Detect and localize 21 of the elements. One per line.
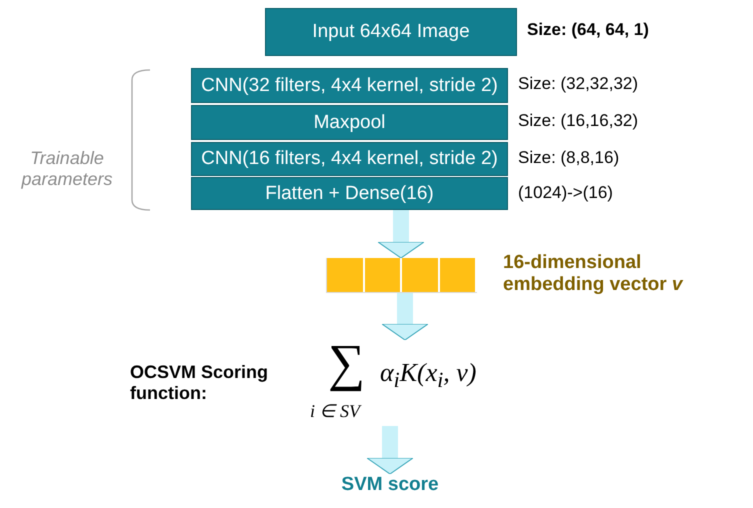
vector-caption: 16-dimensional embedding vector v xyxy=(503,252,684,296)
summation-sign: ∑ xyxy=(328,334,366,394)
layer-box: Flatten + Dense(16) xyxy=(191,177,508,210)
size-label: Size: (8,8,16) xyxy=(518,148,620,168)
size-label: Size: (64, 64, 1) xyxy=(527,20,649,40)
embedding-vector-bar xyxy=(326,258,477,293)
block-arrow xyxy=(378,210,424,258)
layer-box: CNN(16 filters, 4x4 kernel, stride 2) xyxy=(191,142,508,176)
bracket-label: Trainable parameters xyxy=(20,148,114,190)
size-label: Size: (16,16,32) xyxy=(518,111,638,131)
formula-term: α$_{i}$K(x$_{i}$, v) xyxy=(380,358,476,394)
layer-box: Maxpool xyxy=(191,105,508,140)
layer-box: CNN(32 filters, 4x4 kernel, stride 2) xyxy=(191,68,508,103)
block-arrow xyxy=(366,426,414,474)
shape-label: (1024)->(16) xyxy=(518,183,613,203)
block-arrow xyxy=(382,292,428,340)
input-box: Input 64x64 Image xyxy=(265,8,517,56)
scoring-caption: OCSVM Scoring function: xyxy=(130,362,270,404)
output-label: SVM score xyxy=(340,474,440,500)
summation-index: i ∈ SV xyxy=(310,400,360,422)
size-label: Size: (32,32,32) xyxy=(518,74,638,94)
